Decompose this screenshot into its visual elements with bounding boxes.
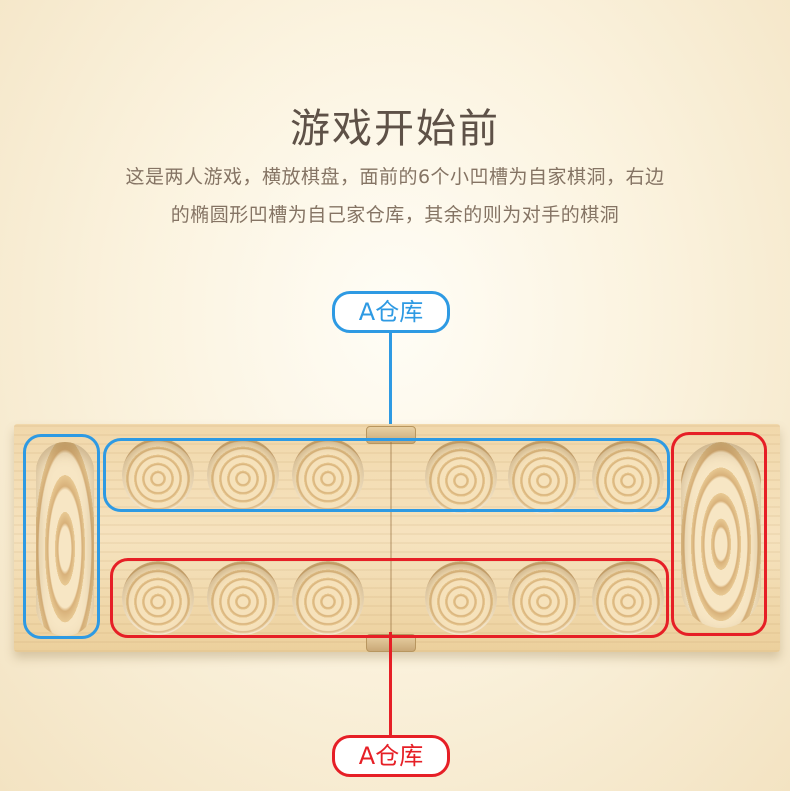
pit-top-3	[292, 438, 364, 512]
red-frame-right-store	[671, 432, 767, 636]
pit-top-4	[425, 440, 497, 514]
pit-bottom-3	[292, 561, 364, 635]
pit-bottom-5	[508, 561, 580, 635]
blue-frame-top-pits	[103, 438, 670, 512]
pit-top-5	[508, 440, 580, 514]
top-connector-line	[389, 333, 392, 439]
blue-frame-left-store	[23, 434, 100, 639]
description-line-1: 这是两人游戏，横放棋盘，面前的6个小凹槽为自家棋洞，右边	[125, 166, 665, 188]
pit-bottom-4	[425, 561, 497, 635]
bottom-store-label: A仓库	[332, 735, 450, 777]
description-line-2: 的椭圆形凹槽为自己家仓库，其余的则为对手的棋洞	[170, 204, 620, 226]
left-store	[36, 442, 94, 636]
bottom-connector-line	[389, 632, 392, 735]
red-frame-bottom-pits	[110, 558, 669, 638]
pit-bottom-1	[122, 561, 194, 635]
board-seam	[390, 442, 392, 634]
pit-top-1	[122, 438, 194, 512]
pit-top-2	[207, 438, 279, 512]
right-store	[681, 442, 761, 628]
pit-bottom-2	[207, 561, 279, 635]
page-title: 游戏开始前	[290, 106, 500, 152]
top-store-label: A仓库	[332, 291, 450, 333]
